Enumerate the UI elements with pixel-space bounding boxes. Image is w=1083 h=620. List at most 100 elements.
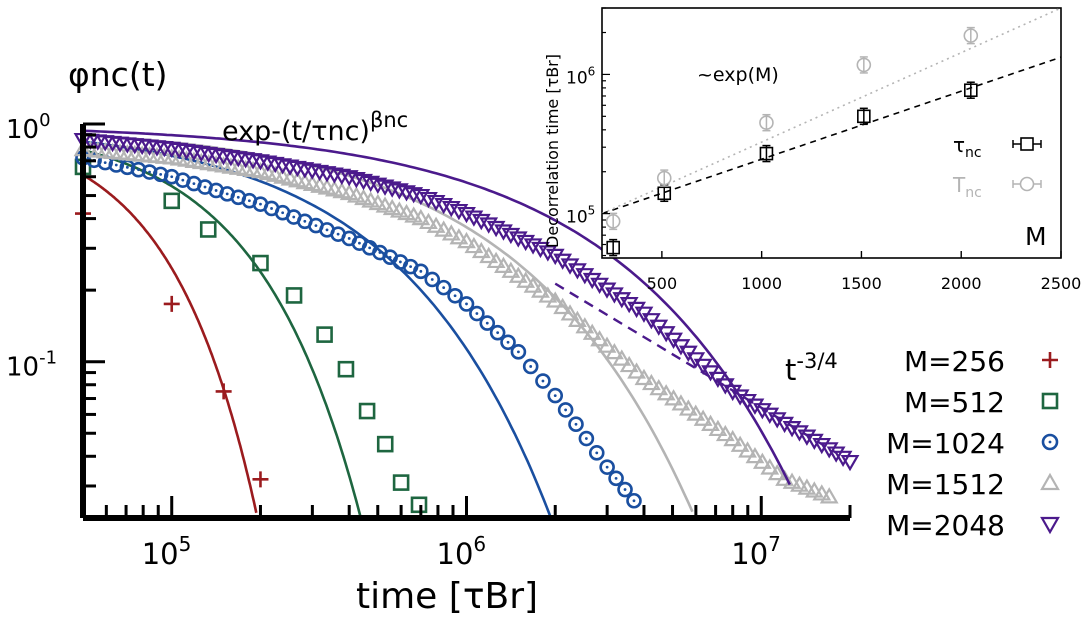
inset-y-axis-label-text: Decorrelation time [τBr] — [543, 54, 562, 248]
data-point-M=2048-89 — [730, 389, 750, 406]
inset-frame — [601, 7, 1062, 259]
main-plot-title-sup: βnc — [370, 108, 408, 132]
main-plot-series — [73, 129, 860, 517]
data-point-M=1024-44 — [557, 402, 574, 418]
data-point-M=1024-32 — [424, 271, 441, 288]
data-point-M=1512-80 — [664, 389, 683, 406]
main-y-tick-label: 10-1 — [6, 348, 57, 383]
data-point-M=2048-67 — [568, 263, 587, 280]
legend-label: M=256 — [904, 345, 1005, 378]
main-x-tick-label: 105 — [142, 532, 192, 571]
data-point-M=2048-40 — [368, 177, 388, 194]
data-point-M=1512-47 — [419, 212, 438, 230]
inset-x-tick-label: 1000 — [741, 274, 782, 293]
inset-x-tick-label: 1500 — [841, 274, 882, 293]
data-point-M=1512-60 — [516, 271, 536, 288]
inset-fit-τnc — [601, 56, 1062, 215]
data-point-M=1512-72 — [604, 342, 624, 360]
data-point-M=2048-48 — [426, 194, 446, 212]
data-point-M=1512-50 — [441, 224, 461, 241]
series-M=256 — [75, 173, 269, 514]
data-point-M=1024-46 — [578, 430, 595, 447]
data-point-M=1512-68 — [575, 317, 595, 334]
data-point-M=1512-56 — [486, 251, 506, 269]
data-point-M=1512-89 — [730, 435, 750, 452]
data-point-M=512-5 — [316, 326, 333, 343]
data-point-M=1512-57 — [494, 256, 513, 273]
data-point-M=1512-99 — [804, 481, 824, 498]
main-x-axis-label: time [τBr] — [356, 576, 538, 617]
data-point-M=2048-41 — [375, 179, 395, 196]
inset-point-τnc-0 — [606, 238, 620, 257]
data-point-M=1512-100 — [812, 484, 832, 501]
data-point-M=2048-51 — [449, 203, 469, 221]
data-point-M=1512-85 — [701, 414, 720, 431]
data-point-M=1512-97 — [790, 475, 809, 492]
main-y-tick-label: 100 — [6, 110, 51, 145]
data-point-M=1512-94 — [767, 463, 787, 481]
data-point-M=2048-49 — [434, 197, 454, 215]
data-point-M=2048-39 — [361, 175, 381, 193]
inset-point-Tnc-1 — [656, 169, 672, 187]
data-point-M=2048-53 — [464, 210, 484, 227]
power-law-label-exp: -3/4 — [796, 349, 837, 373]
data-point-M=2048-43 — [389, 183, 409, 200]
data-point-M=1512-83 — [686, 404, 706, 421]
inset-data-points — [605, 26, 979, 257]
data-point-M=1512-46 — [411, 208, 431, 226]
data-point-M=512-10 — [410, 496, 428, 514]
data-point-M=1512-78 — [649, 378, 669, 396]
data-point-M=1024-36 — [469, 305, 485, 322]
data-point-M=1512-53 — [464, 236, 484, 254]
data-point-M=1512-95 — [775, 469, 795, 486]
inset-legend-label: Tnc — [952, 173, 982, 201]
data-point-M=1512-74 — [619, 355, 639, 373]
inset-point-Tnc-3 — [856, 56, 872, 74]
data-point-M=2048-44 — [397, 185, 416, 202]
inset-annotation: ~exp(M) — [697, 64, 779, 86]
data-point-M=2048-69 — [582, 272, 602, 290]
main-plot-title: exp-(t/τnc)βnc — [222, 108, 408, 147]
data-point-M=512-9 — [392, 474, 410, 491]
data-point-M=2048-55 — [479, 217, 499, 234]
legend-marker-M=512 — [1041, 392, 1059, 410]
data-point-M=1024-31 — [413, 263, 429, 280]
data-point-M=1024-43 — [547, 387, 564, 404]
data-point-M=2048-64 — [545, 248, 565, 266]
data-point-M=1512-64 — [545, 291, 565, 308]
data-point-M=1512-77 — [641, 373, 661, 391]
data-point-M=1512-61 — [523, 276, 543, 293]
data-point-M=2048-102 — [826, 446, 846, 463]
legend-marker-M=1512 — [1040, 472, 1060, 491]
power-law-label: t-3/4 — [785, 349, 838, 387]
data-point-M=1024-7 — [152, 166, 169, 183]
inset-x-tick-label: 2000 — [941, 274, 982, 293]
fit-curve-M=1024 — [82, 140, 552, 517]
series-M=2048 — [73, 129, 860, 486]
inset-point-Tnc-0 — [605, 212, 621, 231]
inset-point-Tnc-2 — [759, 113, 774, 132]
fit-curve-M=2048 — [82, 129, 791, 486]
data-point-M=1024-39 — [500, 334, 516, 351]
data-point-M=1024-45 — [568, 416, 584, 433]
inset-legend-marker-τnc — [1012, 137, 1042, 151]
data-point-M=1024-51 — [626, 492, 642, 509]
data-point-M=1512-75 — [627, 362, 646, 379]
inset-x-tick-label: 2500 — [1041, 274, 1082, 293]
data-point-M=512-3 — [252, 254, 269, 272]
data-point-M=2048-58 — [501, 227, 521, 245]
inset-fit-lines — [601, 7, 1062, 215]
data-point-M=2048-38 — [354, 173, 373, 191]
data-point-M=1024-37 — [479, 315, 496, 331]
data-point-M=1512-90 — [738, 441, 757, 458]
data-point-M=2048-73 — [612, 292, 632, 309]
data-point-M=1024-33 — [435, 279, 452, 296]
inset-point-τnc-2 — [759, 144, 774, 163]
data-point-M=1024-48 — [599, 459, 615, 475]
data-point-M=1512-70 — [590, 330, 610, 347]
data-point-M=2048-54 — [471, 213, 491, 231]
data-point-M=2048-47 — [419, 191, 438, 209]
data-point-M=1512-91 — [745, 446, 765, 464]
